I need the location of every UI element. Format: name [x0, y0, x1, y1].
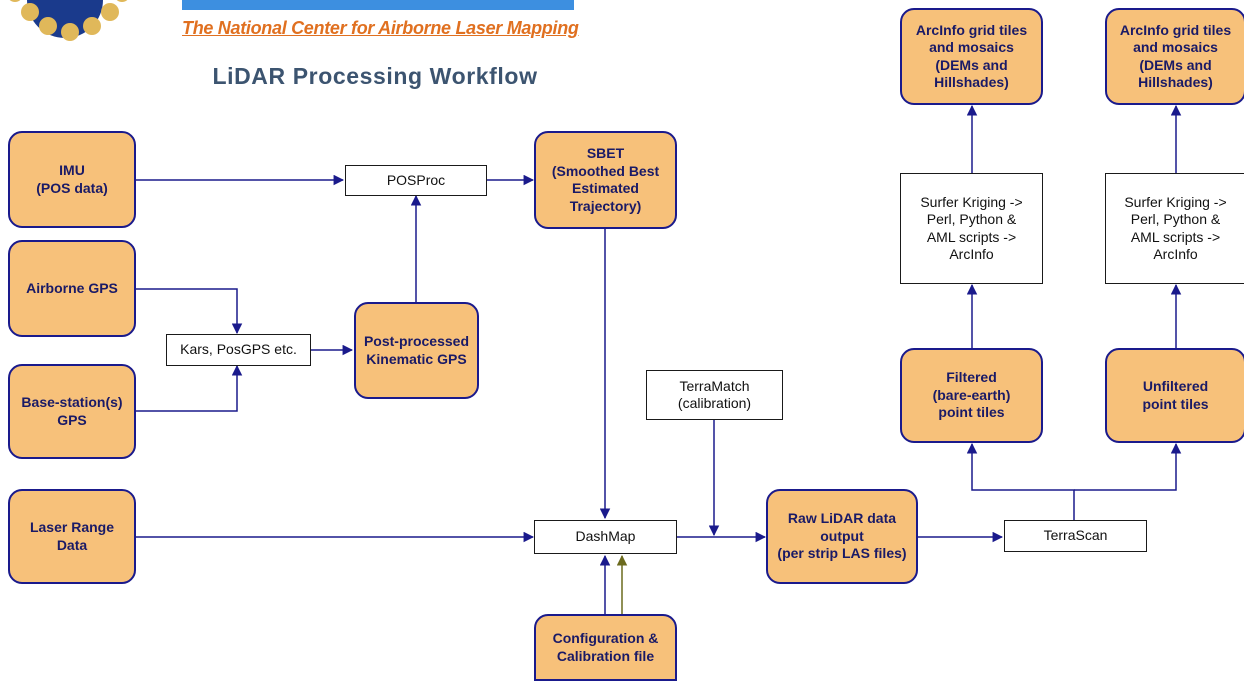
edge-terrascan-filtered — [966, 442, 1075, 520]
node-airborne-gps: Airborne GPS — [8, 240, 136, 337]
node-sbet: SBET (Smoothed Best Estimated Trajectory… — [534, 131, 677, 229]
node-unfiltered-point-tiles: Unfiltered point tiles — [1105, 348, 1244, 443]
node-filtered-point-tiles: Filtered (bare-earth) point tiles — [900, 348, 1043, 443]
edge-airborne-kars — [136, 288, 243, 335]
node-raw-lidar-output: Raw LiDAR data output (per strip LAS fil… — [766, 489, 918, 584]
diagram-title: LiDAR Processing Workflow — [212, 63, 538, 89]
logo-emblem — [9, 0, 128, 41]
node-arcinfo-grid-2: ArcInfo grid tiles and mosaics (DEMs and… — [1105, 8, 1244, 105]
node-terrascan: TerraScan — [1004, 520, 1147, 552]
logo-wordmark-bar — [182, 0, 574, 10]
node-surfer-kriging-2: Surfer Kriging -> Perl, Python & AML scr… — [1105, 173, 1244, 284]
node-laser-range-data: Laser Range Data — [8, 489, 136, 584]
node-kars-posgps: Kars, PosGPS etc. — [166, 334, 311, 366]
node-terramatch: TerraMatch (calibration) — [646, 370, 783, 420]
node-dashmap: DashMap — [534, 520, 677, 554]
node-base-station-gps: Base-station(s) GPS — [8, 364, 136, 459]
node-post-processed-kinematic-gps: Post-processed Kinematic GPS — [354, 302, 479, 399]
edge-base-kars — [136, 364, 243, 412]
edge-terrascan-unfiltered — [1074, 442, 1182, 491]
ncalm-logo: The National Center for Airborne Laser M… — [0, 0, 600, 46]
node-surfer-kriging-1: Surfer Kriging -> Perl, Python & AML scr… — [900, 173, 1043, 284]
node-arcinfo-grid-1: ArcInfo grid tiles and mosaics (DEMs and… — [900, 8, 1043, 105]
node-configuration-calibration-file: Configuration & Calibration file — [534, 614, 677, 681]
node-posproc: POSProc — [345, 165, 487, 196]
node-imu: IMU (POS data) — [8, 131, 136, 228]
logo-tagline: The National Center for Airborne Laser M… — [182, 18, 579, 38]
